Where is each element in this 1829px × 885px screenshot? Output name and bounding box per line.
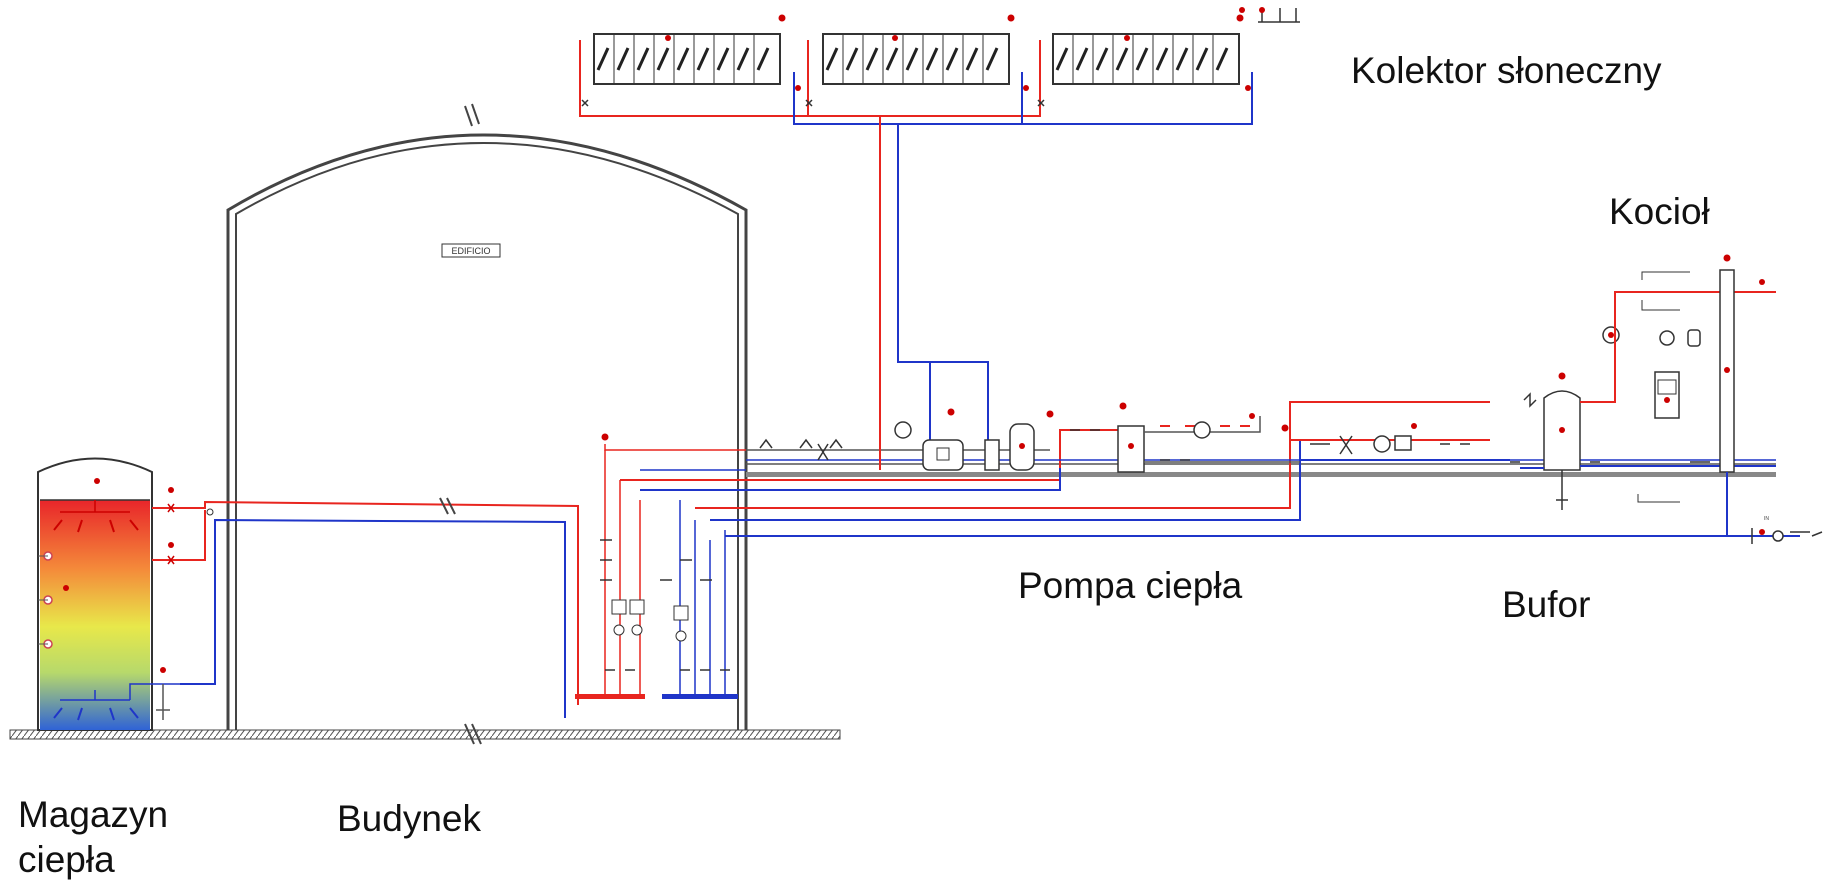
collector-bank-3 <box>1052 33 1240 85</box>
solar-collector-array <box>579 7 1300 450</box>
label-heat-storage-line2: ciepła <box>18 839 115 880</box>
ground-break-2 <box>471 723 482 745</box>
label-boiler: Kocioł <box>1609 191 1710 232</box>
label-heat-pump: Pompa ciepła <box>1018 565 1243 606</box>
boiler-unit <box>1602 254 1765 503</box>
buffer-tank <box>1510 291 1776 510</box>
collector-bank-1 <box>593 33 781 85</box>
ground-strip <box>9 729 841 740</box>
mixing-group <box>1281 423 1510 461</box>
heat-pump-unit <box>1046 402 1300 473</box>
main-headers <box>620 401 1776 537</box>
cold-water-inlet: IN <box>1726 472 1823 544</box>
label-buffer: Bufor <box>1502 584 1591 625</box>
building-envelope: EDIFICIO <box>226 103 748 730</box>
tank-pipes <box>152 487 579 718</box>
collector-bank-2 <box>822 33 1010 85</box>
building-tag: EDIFICIO <box>451 246 490 256</box>
label-building: Budynek <box>337 798 481 839</box>
distribution-manifolds <box>575 433 746 699</box>
solar-station <box>759 408 1035 471</box>
heat-storage-tank <box>37 457 180 731</box>
label-heat-storage-line1: Magazyn <box>18 794 169 835</box>
svg-text:IN: IN <box>1764 516 1769 522</box>
ground-break <box>464 723 475 745</box>
label-solar-collector: Kolektor słoneczny <box>1351 50 1662 91</box>
